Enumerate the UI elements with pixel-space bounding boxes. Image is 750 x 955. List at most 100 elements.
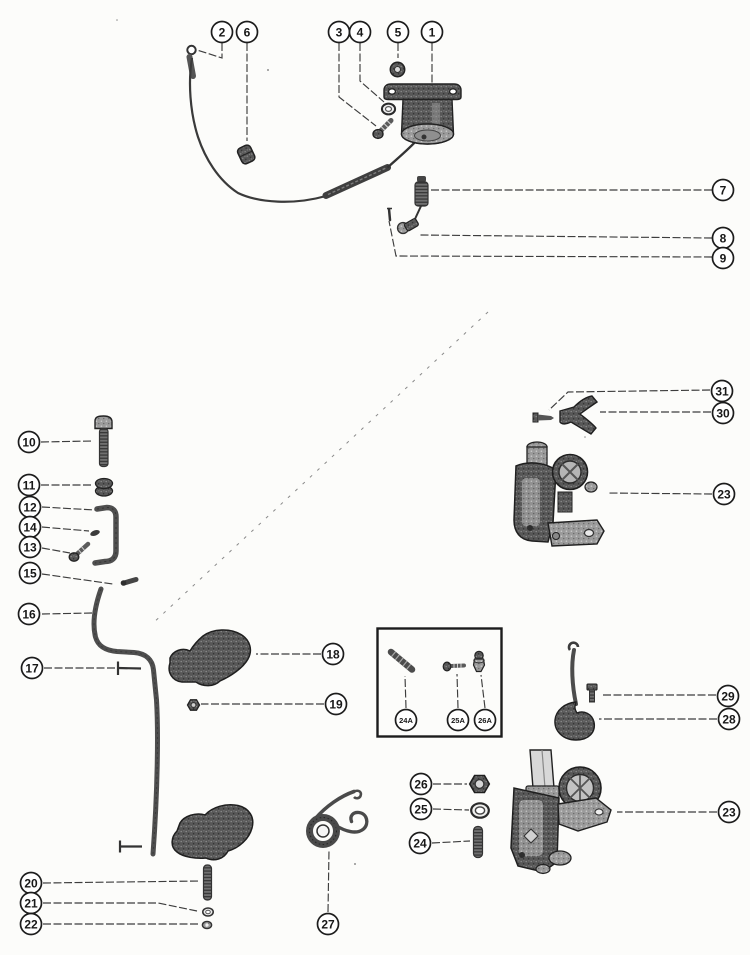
- callout-2: 2: [210, 20, 234, 44]
- carb-body-panel: [522, 478, 540, 526]
- svg-text:26A: 26A: [478, 716, 492, 725]
- carb-screw-dot2: [552, 532, 560, 540]
- plunger-rod: [414, 205, 422, 220]
- svg-text:15: 15: [23, 567, 37, 581]
- leader-23-21: [606, 492, 713, 495]
- callout-12: 12: [18, 495, 42, 519]
- callout-5: 5: [386, 20, 410, 44]
- lock-washer: [380, 102, 397, 116]
- solenoid-flange: [383, 83, 462, 101]
- svg-text:18: 18: [326, 648, 340, 662]
- svg-text:5: 5: [395, 26, 402, 40]
- screw-point: [538, 414, 554, 421]
- leader-20-32: [42, 880, 200, 884]
- leader-9-8: [388, 220, 713, 258]
- callout-30: 30: [711, 401, 735, 425]
- leader-24-29: [431, 840, 471, 844]
- carb-bottom-boss2: [535, 863, 551, 875]
- callout-26: 26: [409, 772, 433, 796]
- svg-text:4: 4: [357, 26, 364, 40]
- callout-13: 13: [18, 535, 42, 559]
- screw-shaft: [74, 541, 91, 557]
- svg-text:3: 3: [336, 26, 343, 40]
- mounting-screw: [372, 118, 394, 140]
- link-screw: [68, 541, 91, 562]
- carb-diamond-hole: [523, 828, 539, 844]
- lever-hook: [567, 641, 580, 651]
- svg-text:11: 11: [23, 479, 36, 493]
- leader-24A-22: [404, 675, 407, 709]
- spring-arm-curl: [333, 810, 369, 834]
- cam-nut: [186, 699, 201, 711]
- svg-text:7: 7: [720, 184, 727, 198]
- solenoid-terminal: [421, 134, 427, 140]
- lever-screw: [532, 412, 554, 423]
- leader-14-12: [41, 526, 90, 532]
- thread-tick: [78, 549, 82, 554]
- carb-arm-hole: [594, 808, 604, 816]
- screw-head: [586, 683, 598, 691]
- carb-arm: [557, 797, 612, 832]
- callout-26A: 26A: [473, 708, 497, 732]
- callout-19: 19: [324, 692, 348, 716]
- callout-1: 1: [420, 20, 444, 44]
- flat-washer: [470, 802, 490, 819]
- flange-hole-right: [449, 88, 458, 95]
- callout-17: 17: [20, 656, 44, 680]
- svg-text:2: 2: [219, 26, 226, 40]
- callout-23: 23: [712, 482, 736, 506]
- callout-24: 24: [408, 831, 432, 855]
- svg-text:25A: 25A: [451, 716, 465, 725]
- connector-link: [92, 504, 119, 566]
- svg-text:24A: 24A: [399, 716, 413, 725]
- callout-22: 22: [19, 912, 43, 936]
- carb-choke-plate: [561, 463, 579, 481]
- kit-screw: [442, 661, 466, 672]
- leader-25-28: [432, 808, 470, 811]
- leader-16-15: [41, 612, 93, 615]
- lever-rod: [570, 648, 578, 706]
- svg-text:23: 23: [717, 488, 731, 502]
- leader-3-2: [338, 43, 377, 127]
- plunger-body: [414, 181, 429, 207]
- leader-lines: [40, 43, 717, 925]
- repair-kit-box: [376, 627, 503, 738]
- svg-text:24: 24: [413, 837, 427, 851]
- callout-25: 25: [409, 797, 433, 821]
- bolt-head: [94, 415, 113, 430]
- bolt-shaft: [98, 427, 109, 468]
- svg-text:21: 21: [24, 897, 38, 911]
- thread-tick: [81, 546, 85, 551]
- alignment-guide-line: [151, 311, 489, 625]
- svg-text:22: 22: [24, 918, 38, 932]
- svg-text:29: 29: [721, 690, 735, 704]
- carb-side-boss: [584, 481, 598, 493]
- svg-text:16: 16: [22, 608, 36, 622]
- lever-screw-lower: [586, 683, 598, 703]
- stud-washer-lower: [201, 920, 213, 930]
- choke-cam-upper: [168, 629, 252, 687]
- mounting-stud: [472, 825, 484, 859]
- callout-29: 29: [716, 684, 740, 708]
- pivot-bolt: [94, 415, 113, 468]
- screw-head: [372, 128, 384, 140]
- link-pin: [120, 577, 139, 586]
- callout-25A: 25A: [446, 708, 470, 732]
- carb-flange: [547, 519, 605, 547]
- svg-text:1: 1: [429, 26, 436, 40]
- stud-washer-upper: [202, 907, 215, 917]
- svg-text:27: 27: [321, 918, 335, 932]
- svg-text:31: 31: [715, 385, 729, 399]
- leader-2-0: [196, 43, 223, 59]
- rod-pin-upper: [116, 661, 142, 675]
- leader-31-19: [548, 389, 711, 411]
- kit-spring: [387, 648, 416, 673]
- spring-coil-bore: [316, 824, 330, 838]
- svg-text:12: 12: [23, 501, 37, 515]
- screw-head: [68, 552, 80, 562]
- callout-9: 9: [711, 246, 735, 270]
- callout-7: 7: [711, 178, 735, 202]
- carb-screw-dot: [527, 525, 533, 531]
